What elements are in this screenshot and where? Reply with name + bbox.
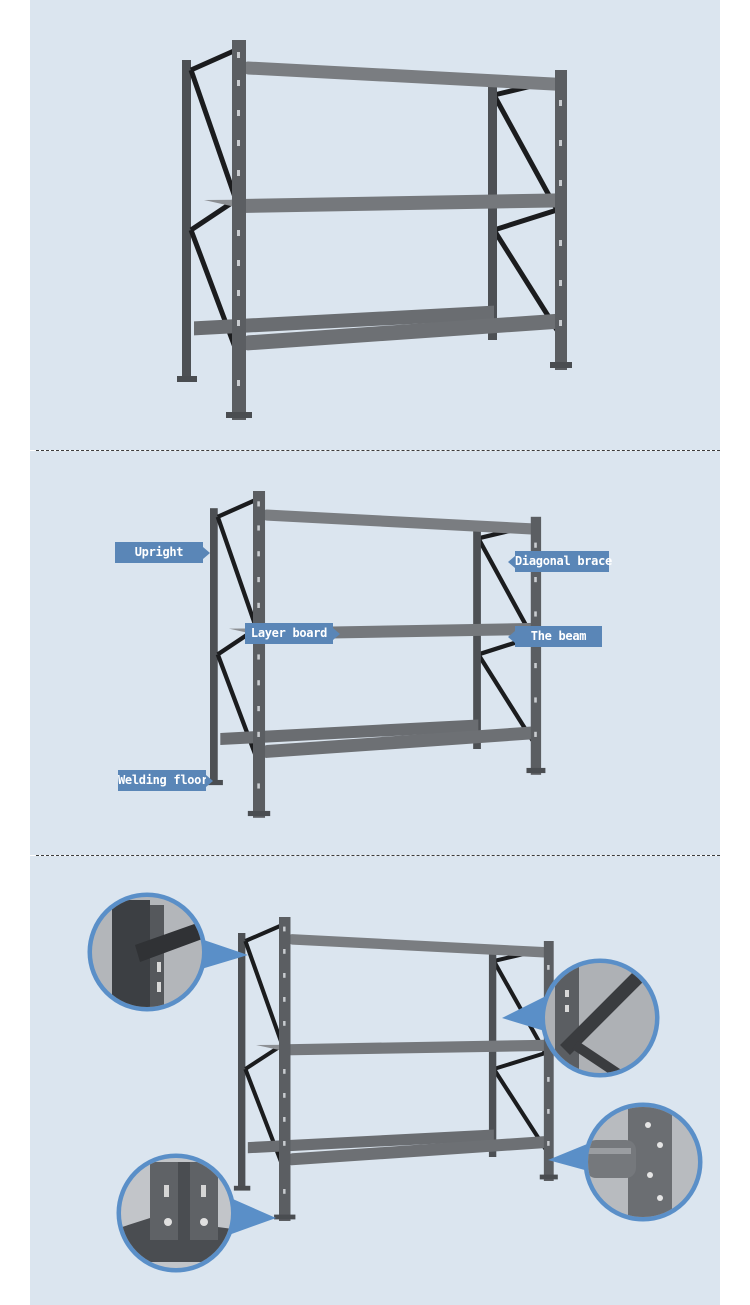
label-diagonal-brace-text: Diagonal brace [515, 554, 612, 568]
label-welding-floor-text: Welding floor [118, 773, 209, 787]
divider-2 [36, 855, 720, 856]
label-welding-floor: Welding floor [118, 770, 213, 791]
label-upright-text: Upright [134, 545, 184, 559]
detail-callout-beam-end [583, 1102, 703, 1222]
detail-callout-base-plate [116, 1153, 236, 1273]
label-the-beam-text: The beam [530, 629, 587, 643]
label-layer-board-text: Layer board [250, 626, 328, 640]
divider-1 [36, 450, 720, 451]
label-the-beam: The beam [508, 626, 602, 647]
detail-callout-diagonal-brace [540, 958, 660, 1078]
label-diagonal-brace: Diagonal brace [508, 551, 612, 572]
label-upright: Upright [115, 542, 210, 563]
detail-callout-beam-upright [87, 892, 207, 1012]
label-layer-board: Layer board [245, 623, 340, 644]
